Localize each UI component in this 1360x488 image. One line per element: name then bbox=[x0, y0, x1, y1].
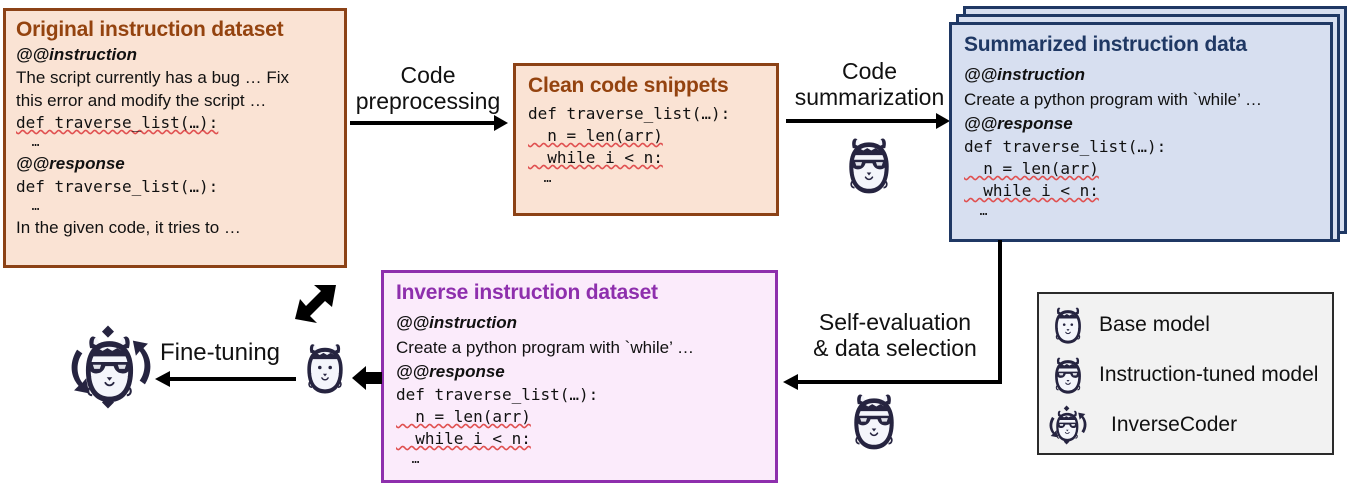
arrow-code-summarization bbox=[786, 113, 950, 129]
arrow-code-preprocessing bbox=[350, 115, 508, 131]
arrow-label-fine-tuning: Fine-tuning bbox=[159, 339, 281, 366]
original-instruction-code-1: def traverse_list(…): bbox=[16, 112, 334, 133]
original-response-tag: @@response bbox=[16, 154, 125, 173]
inverse-code-line-1: def traverse_list(…): bbox=[396, 385, 599, 404]
llama-sunglasses-icon-self-evaluation bbox=[845, 389, 903, 453]
summarized-instruction-data-box: Summarized instruction data @@instructio… bbox=[949, 22, 1333, 242]
legend-item-instruction-tuned-model: Instruction-tuned model bbox=[1049, 350, 1322, 400]
llama-base-icon bbox=[1049, 303, 1087, 347]
original-response-text: In the given code, it tries to … bbox=[16, 218, 241, 237]
inverse-response-tag: @@response bbox=[396, 362, 505, 381]
summarized-instruction-text: Create a python program with `while’ … bbox=[964, 90, 1262, 109]
clean-box-title: Clean code snippets bbox=[528, 74, 729, 97]
summarized-code-line-2: n = len(arr) bbox=[964, 158, 1318, 180]
code-token-len: n = len(arr) bbox=[528, 126, 663, 145]
code-token-while: while i < n: bbox=[396, 429, 531, 448]
original-response-code-1: def traverse_list(…): bbox=[16, 177, 219, 196]
arrow-fine-tuning bbox=[155, 371, 296, 387]
llama-sunglasses-icon-fine-tuning-source bbox=[299, 339, 351, 397]
original-box-title: Original instruction dataset bbox=[16, 18, 284, 41]
inverse-code-line-4: … bbox=[396, 452, 420, 467]
original-instruction-tag: @@instruction bbox=[16, 45, 137, 64]
arrow-label-code-summarization: Code summarization bbox=[794, 58, 945, 111]
original-instruction-code-2: … bbox=[16, 135, 40, 150]
original-instruction-dataset-box: Original instruction dataset @@instructi… bbox=[3, 8, 347, 268]
arrow-label-self-evaluation: Self-evaluation & data selection bbox=[813, 309, 977, 362]
inverse-code-line-3: while i < n: bbox=[396, 428, 763, 450]
summarized-instruction-tag: @@instruction bbox=[964, 65, 1085, 84]
summarized-response-tag: @@response bbox=[964, 114, 1073, 133]
code-token-def: def traverse_list(…): bbox=[16, 113, 219, 132]
summarized-code-line-1: def traverse_list(…): bbox=[964, 137, 1167, 156]
clean-code-line-3: while i < n: bbox=[528, 147, 764, 169]
inverse-instruction-text: Create a python program with `while’ … bbox=[396, 338, 694, 357]
llama-inversecoder-icon bbox=[1045, 401, 1091, 449]
llama-sunglasses-icon-summarization bbox=[840, 133, 898, 197]
summarized-code-line-3: while i < n: bbox=[964, 180, 1318, 202]
clean-code-line-2: n = len(arr) bbox=[528, 125, 764, 147]
legend-label-base-model: Base model bbox=[1099, 313, 1210, 336]
clean-code-line-1: def traverse_list(…): bbox=[528, 104, 731, 123]
code-token-while: while i < n: bbox=[964, 181, 1099, 200]
code-token-while: while i < n: bbox=[528, 148, 663, 167]
arrow-self-evaluation bbox=[783, 240, 1002, 390]
original-instruction-line-2: this error and modify the script … bbox=[16, 91, 267, 110]
legend-item-base-model: Base model bbox=[1049, 300, 1322, 350]
thick-diagonal-arrow-icon bbox=[295, 285, 336, 323]
legend-label-instruction-tuned-model: Instruction-tuned model bbox=[1099, 363, 1319, 386]
inverse-code-line-2: n = len(arr) bbox=[396, 406, 763, 428]
arrow-inverse-to-model bbox=[352, 366, 382, 390]
inverse-instruction-tag: @@instruction bbox=[396, 313, 517, 332]
clean-code-snippets-box: Clean code snippets def traverse_list(…)… bbox=[513, 63, 779, 216]
legend-label-inversecoder: InverseCoder bbox=[1111, 413, 1238, 436]
original-response-code-2: … bbox=[16, 199, 40, 214]
llama-sunglasses-icon bbox=[1049, 353, 1087, 397]
inverse-instruction-dataset-box: Inverse instruction dataset @@instructio… bbox=[381, 270, 778, 483]
arrow-label-code-preprocessing: Code preprocessing bbox=[355, 62, 501, 115]
original-instruction-line-1: The script currently has a bug … Fix bbox=[16, 68, 290, 87]
clean-code-line-4: … bbox=[528, 171, 552, 186]
code-token-len: n = len(arr) bbox=[964, 159, 1099, 178]
llama-inversecoder-icon-result bbox=[62, 318, 160, 416]
inverse-box-title: Inverse instruction dataset bbox=[396, 281, 658, 304]
legend-box: Base model Instruction-tuned model Inver… bbox=[1037, 292, 1334, 455]
code-token-len: n = len(arr) bbox=[396, 407, 531, 426]
summarized-box-title: Summarized instruction data bbox=[964, 33, 1247, 56]
legend-item-inversecoder: InverseCoder bbox=[1049, 400, 1322, 450]
summarized-code-line-4: … bbox=[964, 204, 988, 219]
